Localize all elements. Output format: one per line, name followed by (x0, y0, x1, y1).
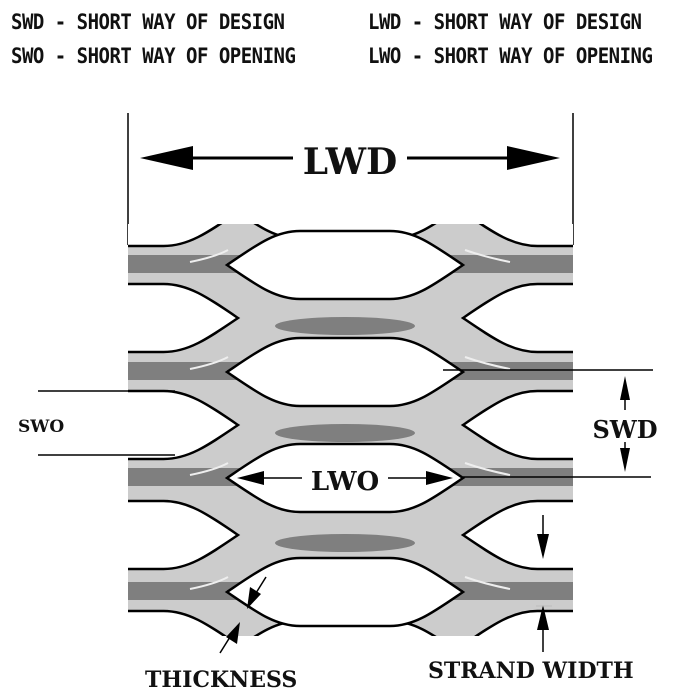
mesh-opening (224, 442, 466, 514)
strand-width-label: STRAND WIDTH (428, 658, 634, 684)
strand-width-arrow-down (537, 515, 549, 559)
strand-highlight (464, 249, 511, 263)
strand-highlight (189, 249, 229, 263)
side-opening-left (128, 499, 241, 571)
lwd-arrow-left (140, 146, 293, 170)
mesh-opening (224, 336, 466, 408)
side-opening-right (478, 224, 573, 248)
swd-arrow-down (620, 442, 630, 472)
node-shadow (275, 317, 415, 335)
strand-highlight (464, 462, 511, 476)
side-opening-right (460, 389, 573, 461)
legend-lwo: LWO - SHORT WAY OF OPENING (368, 44, 653, 69)
thickness-label: THICKNESS (145, 667, 297, 693)
lwd-arrow-right (407, 146, 560, 170)
mesh-opening (224, 556, 466, 628)
mesh (128, 224, 573, 636)
lwo-arrow-left (237, 471, 302, 485)
thickness-arrow-upper (247, 576, 267, 609)
swd-label: SWD (592, 415, 657, 444)
lwd-label: LWD (303, 141, 398, 183)
side-opening-right (460, 282, 573, 354)
strand-highlight (189, 462, 229, 476)
strand-highlight (464, 576, 511, 590)
strand-highlight (189, 576, 229, 590)
legend-swo: SWO - SHORT WAY OF OPENING (11, 44, 296, 69)
thickness-arrow-lower (219, 622, 240, 654)
swd-arrow-up (620, 376, 630, 410)
side-opening-left (128, 224, 223, 248)
swo-label: SWO (18, 417, 64, 437)
strand-width-arrow-up (537, 605, 549, 652)
lwo-label: LWO (311, 467, 379, 497)
legend-left: SWD - SHORT WAY OF DESIGN SWO - SHORT WA… (11, 6, 296, 74)
mesh-opening (224, 229, 466, 301)
legend-lwd: LWD - SHORT WAY OF DESIGN (368, 10, 642, 35)
side-opening-left (128, 609, 227, 636)
node-shadow (275, 424, 415, 442)
side-opening-left (128, 282, 241, 354)
strand-highlight (464, 356, 511, 370)
legend-swd: SWD - SHORT WAY OF DESIGN (11, 10, 285, 35)
node-shadow (275, 534, 415, 552)
side-opening-left (128, 389, 241, 461)
lwo-arrow-right (388, 471, 453, 485)
strand-highlight (189, 356, 229, 370)
legend-right: LWD - SHORT WAY OF DESIGN LWO - SHORT WA… (368, 6, 653, 74)
side-opening-right (460, 499, 573, 571)
